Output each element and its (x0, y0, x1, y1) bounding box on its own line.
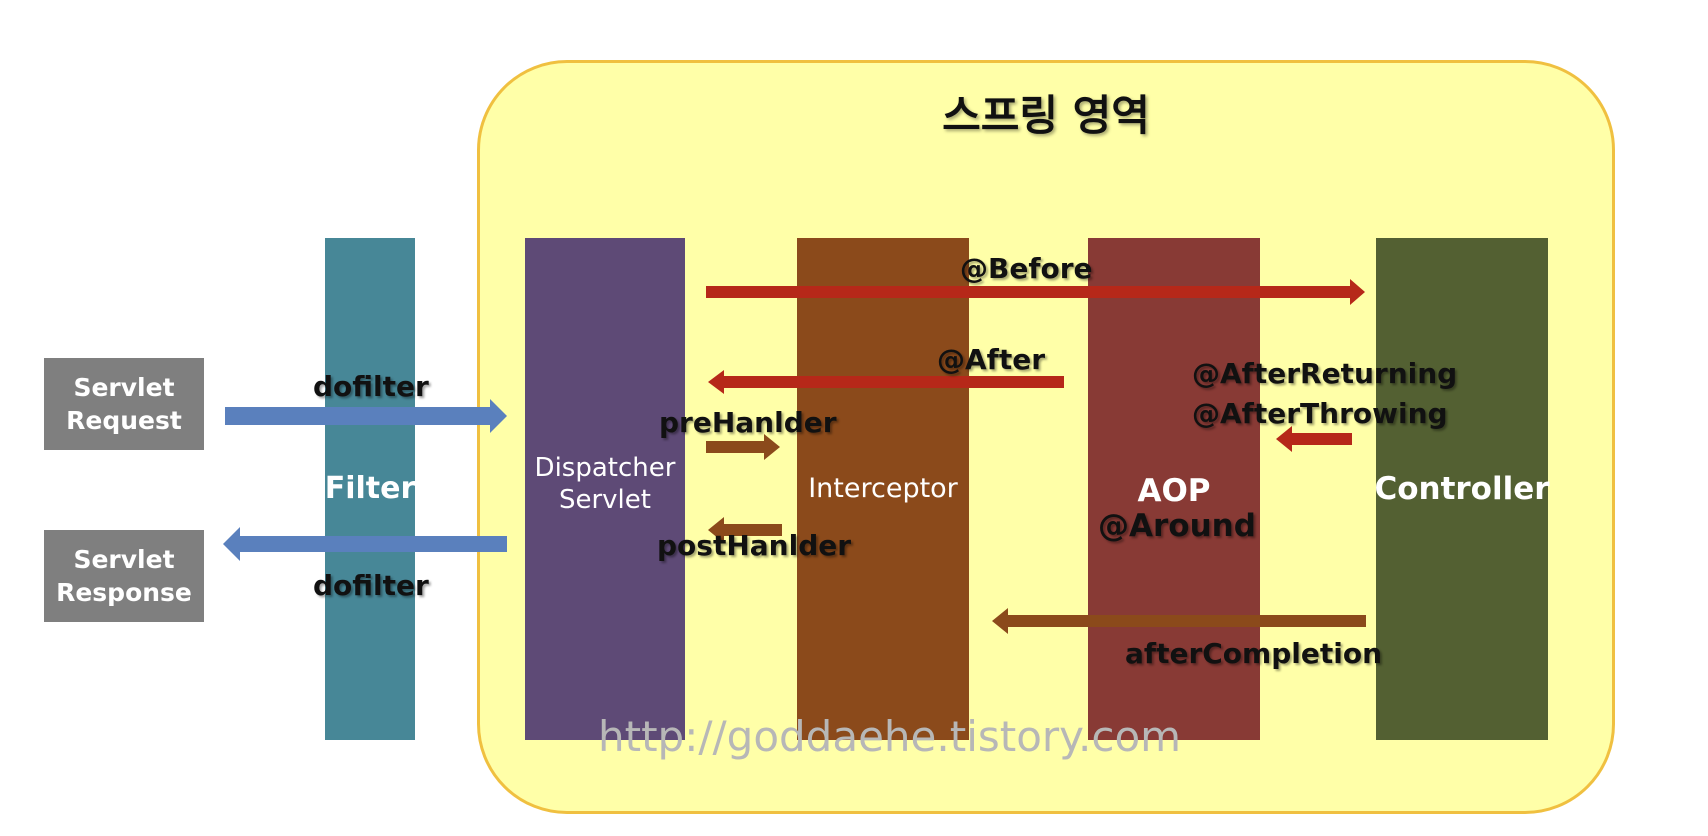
after-label: @After (937, 343, 1046, 376)
watermark-url: http://goddaehe.tistory.com (598, 712, 1182, 761)
controller-column: Controller (1374, 238, 1550, 740)
after-completion-arrow (992, 608, 1366, 634)
spring-region-title: 스프링 영역 (942, 91, 1150, 140)
aop-label: AOP (1137, 473, 1211, 509)
post-handler-label: postHanlder (657, 529, 852, 562)
after-returning-label: @AfterReturning (1192, 357, 1458, 390)
pre-handler-arrow (706, 434, 780, 460)
before-label: @Before (960, 252, 1093, 285)
before-arrow (706, 279, 1365, 305)
after-throwing-label: @AfterThrowing (1192, 397, 1448, 430)
aop-column: AOP (1088, 238, 1260, 740)
dofilter-in-arrow (225, 399, 507, 433)
after-completion-label: afterCompletion (1125, 637, 1383, 670)
servlet-response-box: Servlet Response (44, 530, 204, 622)
dispatcher-servlet-column: Dispatcher Servlet (525, 238, 685, 740)
pre-handler-label: preHanlder (659, 406, 837, 439)
after-arrow (708, 370, 1064, 394)
after-returning-arrow (1276, 426, 1352, 452)
filter-column: Filter (325, 238, 415, 740)
dofilter-out-label: dofilter (313, 569, 429, 602)
interceptor-column: Interceptor (797, 238, 969, 740)
post-handler-arrow (708, 517, 782, 543)
servlet-request-box: Servlet Request (44, 358, 204, 450)
aop-around-label: @Around (1098, 508, 1256, 544)
dofilter-out-arrow (223, 527, 507, 561)
dofilter-in-label: dofilter (313, 370, 429, 403)
